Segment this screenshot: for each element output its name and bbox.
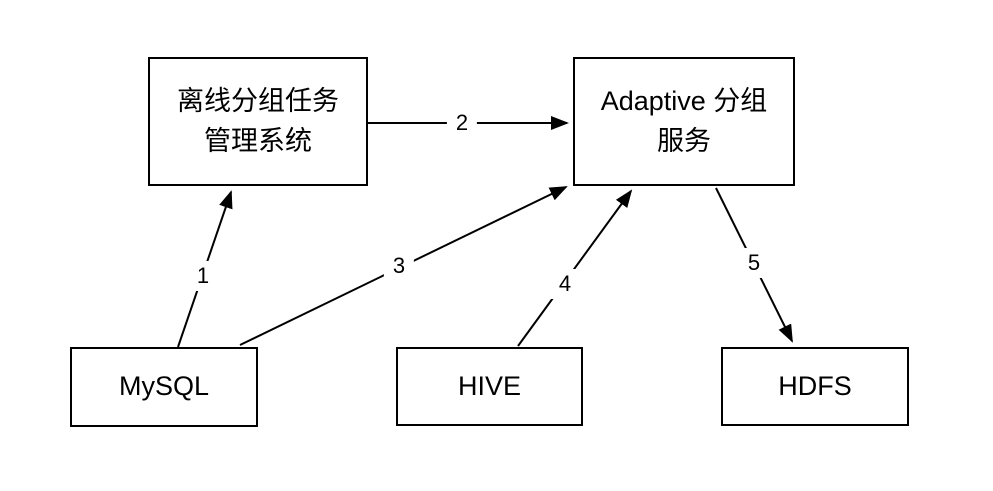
node-mysql-label: MySQL: [118, 371, 210, 402]
node-hive-label: HIVE: [457, 370, 522, 401]
node-adaptive-service-label: Adaptive 分组 服务: [600, 86, 768, 156]
node-offline-system-label: 离线分组任务 管理系统: [177, 86, 339, 156]
edge-label-4: 4: [549, 269, 581, 299]
node-adaptive-service: Adaptive 分组 服务: [573, 57, 795, 186]
node-hdfs: HDFS: [721, 347, 909, 426]
edge-label-3: 3: [383, 251, 415, 281]
edge-label-2: 2: [446, 108, 478, 138]
node-hive: HIVE: [396, 347, 583, 426]
node-hdfs-label: HDFS: [778, 370, 852, 401]
node-offline-system: 离线分组任务 管理系统: [148, 57, 368, 186]
edge-label-5: 5: [738, 248, 770, 278]
node-mysql: MySQL: [70, 347, 258, 427]
arrow-hive-to-adaptive-service: [517, 189, 633, 347]
edge-label-1: 1: [187, 261, 219, 291]
